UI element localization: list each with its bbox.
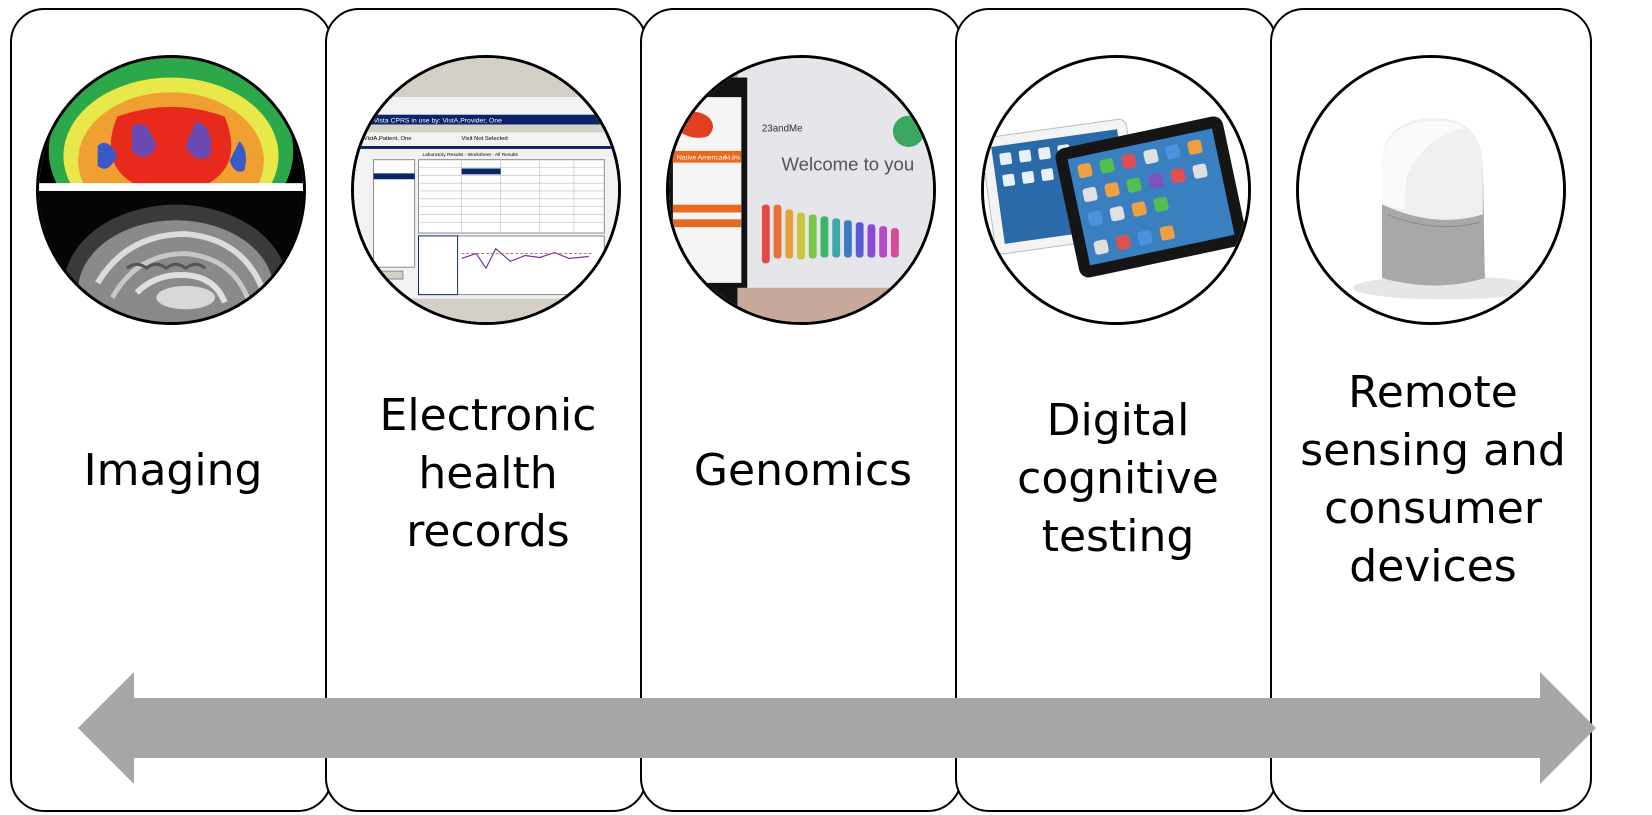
brain-scan-icon	[39, 58, 303, 322]
tablets-icon	[984, 58, 1248, 322]
ehr-screen-icon: Vista CPRS in use by: VistA,Provider, On…	[354, 58, 618, 322]
label-imaging: Imaging	[83, 445, 263, 496]
genetic-kit-icon: Native American 94.8% 23andMe Welcome to…	[669, 58, 933, 322]
genetic-test-kit-image: Native American 94.8% 23andMe Welcome to…	[666, 55, 936, 325]
label-electronic-health-records: Electronic health records	[379, 390, 597, 557]
ehr-window-title: Vista CPRS in use by: VistA,Provider, On…	[374, 118, 503, 125]
panel-remote-sensing: Remote sensing and consumer devices	[1270, 8, 1592, 812]
ehr-visit: Visit Not Selected	[462, 136, 508, 142]
ehr-header: Laboratory Results - Worksheet - All Res…	[422, 152, 518, 158]
ehr-screenshot-image: Vista CPRS in use by: VistA,Provider, On…	[351, 55, 621, 325]
panel-electronic-health-records: Vista CPRS in use by: VistA,Provider, On…	[325, 8, 647, 812]
panel-imaging: Imaging	[10, 8, 332, 812]
smart-speaker-image	[1296, 55, 1566, 325]
percent-label: 94.8%	[724, 156, 741, 162]
welcome-text: Welcome to you	[781, 153, 914, 174]
tablet-devices-image	[981, 55, 1251, 325]
label-digital-cognitive-testing: Digital cognitive testing	[1017, 395, 1219, 562]
ehr-patient-name: VistA,Patient, One	[364, 136, 412, 142]
label-genomics: Genomics	[693, 445, 913, 496]
smart-speaker-icon	[1299, 58, 1563, 322]
label-remote-sensing: Remote sensing and consumer devices	[1300, 367, 1566, 592]
panel-digital-cognitive-testing: Digital cognitive testing	[955, 8, 1277, 812]
brand-label: 23andMe	[762, 123, 803, 134]
brain-scan-image	[36, 55, 306, 325]
region-label: Native American	[677, 155, 727, 162]
panel-genomics: Native American 94.8% 23andMe Welcome to…	[640, 8, 962, 812]
